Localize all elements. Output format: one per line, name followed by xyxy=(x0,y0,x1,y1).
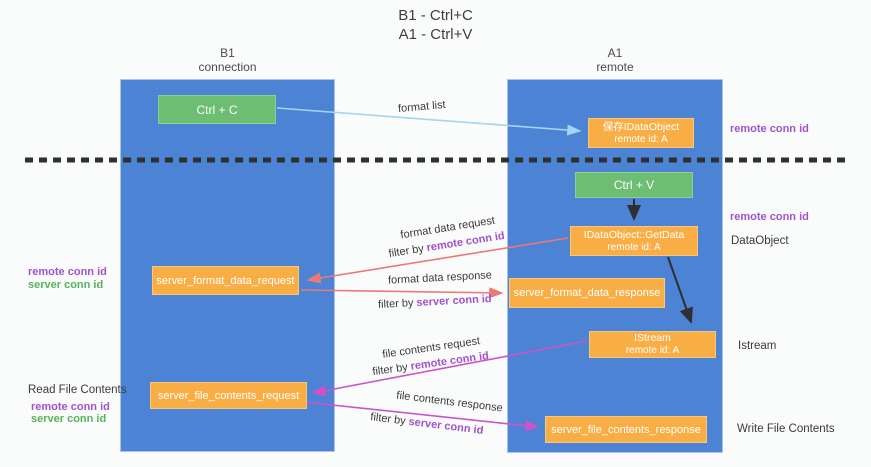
lifeline-a1-name: A1 xyxy=(607,46,623,60)
dataobject-annotation: DataObject xyxy=(731,235,789,247)
page-title-line1: B1 - Ctrl+C xyxy=(398,7,473,24)
server-format-data-request-label: server_format_data_request xyxy=(156,274,295,287)
server-conn-id-annotation-left: server conn id xyxy=(28,279,104,291)
server-format-data-response-label: server_format_data_response xyxy=(513,287,661,299)
lifeline-header-b1: B1 connection xyxy=(120,46,335,74)
lifeline-header-a1: A1 remote xyxy=(507,46,723,74)
file-response-text: file contents response xyxy=(395,389,504,415)
save-idataobject-subtitle: remote id: A xyxy=(614,133,668,145)
lifeline-b1-name: B1 xyxy=(220,46,235,60)
save-idataobject-title: 保存IDataObject xyxy=(602,120,680,133)
ctrl-c-label: Ctrl + C xyxy=(196,102,238,117)
istream-subtitle: remote id: A xyxy=(625,345,680,356)
page-title-line2: A1 - Ctrl+V xyxy=(398,26,473,43)
ctrl-c-box: Ctrl + C xyxy=(158,95,276,124)
remote-conn-id-annotation-mid: remote conn id xyxy=(730,211,809,223)
server-conn-id-annotation-bottom-left: server conn id xyxy=(31,413,107,425)
server-conn-id-text: server conn id xyxy=(407,415,484,437)
save-idataobject-box: 保存IDataObject remote id: A xyxy=(588,118,694,148)
arrow-label-format-list: format list xyxy=(398,99,447,115)
filter-by-text: filter by xyxy=(387,242,425,261)
istream-annotation: Istream xyxy=(738,340,777,352)
filter-by-text: filter by xyxy=(377,297,414,311)
arrow-label-file-response: file contents response xyxy=(396,390,504,415)
server-format-data-response-box: server_format_data_response xyxy=(509,278,665,308)
read-file-contents-annotation: Read File Contents xyxy=(28,384,127,396)
istream-title: IStream xyxy=(634,332,671,344)
istream-box: IStream remote id: A xyxy=(589,331,716,358)
remote-conn-id-annotation-bottom-left: remote conn id xyxy=(31,401,110,413)
arrow-label-format-response: format data response xyxy=(388,269,492,286)
ctrl-v-box: Ctrl + V xyxy=(575,172,693,198)
lifeline-a1-role: remote xyxy=(596,60,634,74)
getdata-box: IDataObject::GetData remote id: A xyxy=(570,226,698,256)
server-file-contents-response-label: server_file_contents_response xyxy=(551,423,701,436)
server-format-data-request-box: server_format_data_request xyxy=(152,266,299,295)
getdata-title: IDataObject::GetData xyxy=(583,228,685,241)
server-file-contents-response-box: server_file_contents_response xyxy=(545,416,707,443)
write-file-contents-annotation: Write File Contents xyxy=(737,423,835,435)
remote-conn-id-annotation-left: remote conn id xyxy=(28,266,107,278)
server-conn-id-text: server conn id xyxy=(416,293,492,309)
filter-by-text: filter by xyxy=(371,361,409,379)
format-list-text: format list xyxy=(397,98,447,116)
getdata-subtitle: remote id: A xyxy=(607,241,661,253)
remote-conn-id-annotation-top: remote conn id xyxy=(730,123,809,135)
ctrl-v-label: Ctrl + V xyxy=(613,178,655,192)
page-title: B1 - Ctrl+C A1 - Ctrl+V xyxy=(0,6,871,44)
server-file-contents-request-box: server_file_contents_request xyxy=(150,382,307,409)
filter-by-text: filter by xyxy=(369,411,407,428)
server-file-contents-request-label: server_file_contents_request xyxy=(157,389,300,402)
format-response-text: format data response xyxy=(387,269,493,287)
lifeline-b1-role: connection xyxy=(198,60,257,74)
